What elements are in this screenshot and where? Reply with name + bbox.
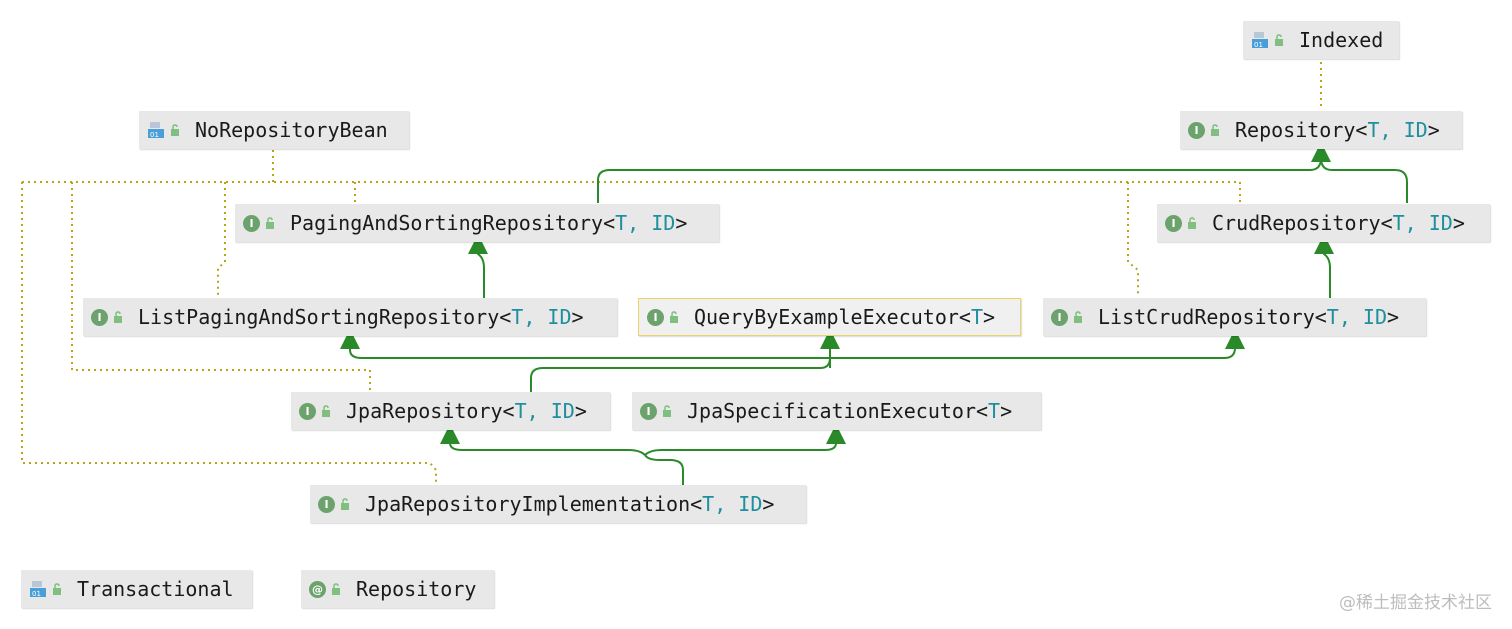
type-params: T <box>970 305 983 329</box>
edge-listcrud-crud <box>1314 234 1334 298</box>
type-params: T, ID <box>615 211 676 235</box>
node-label: CrudRepository<T, ID> <box>1212 211 1465 235</box>
edge-impl-spec <box>644 424 846 456</box>
edge-listpaging-paging <box>468 234 488 298</box>
node-repository[interactable]: I Repository<T, ID> <box>1180 111 1462 149</box>
node-list-crud-repository[interactable]: I ListCrudRepository<T, ID> <box>1043 298 1426 336</box>
lock-icon <box>114 311 122 323</box>
annotation-class-icon: 01 <box>148 122 164 139</box>
node-no-repository-bean[interactable]: 01 NoRepositoryBean <box>139 111 409 149</box>
edge-norepo-fanout <box>22 150 1240 183</box>
interface-icon: I <box>1188 121 1205 139</box>
edge-norepo-listpaging <box>217 182 226 296</box>
lock-icon <box>670 311 678 323</box>
type-params: T, ID <box>1392 211 1453 235</box>
type-params: T, ID <box>1326 305 1388 329</box>
svg-text:01: 01 <box>150 131 159 139</box>
interface-icon: I <box>299 402 316 420</box>
edge-jpa-listpaging-2 <box>340 329 830 360</box>
node-indexed[interactable]: 01 Indexed <box>1243 21 1399 59</box>
edge-norepo-listcrud <box>1127 182 1139 296</box>
interface-icon: I <box>1051 308 1068 326</box>
edge-crud-repository <box>1320 157 1408 203</box>
node-list-paging-and-sorting-repository[interactable]: I ListPagingAndSortingRepository<T, ID> <box>83 298 617 336</box>
node-jpa-repository-implementation[interactable]: I JpaRepositoryImplementation<T, ID> <box>310 485 806 523</box>
lock-icon <box>171 124 179 136</box>
node-transactional[interactable]: 01 Transactional <box>21 570 252 608</box>
node-label: Transactional <box>77 577 234 601</box>
extends-edges <box>340 142 1408 485</box>
node-query-by-example-executor[interactable]: I QueryByExampleExecutor<T> <box>638 298 1021 336</box>
annotation-edges <box>21 62 1322 483</box>
lock-icon <box>1275 34 1283 46</box>
interface-icon: I <box>1165 214 1182 232</box>
node-jpa-repository[interactable]: I JpaRepository<T, ID> <box>291 392 610 430</box>
type-params: T <box>988 399 1001 423</box>
edge-paging-repository <box>597 142 1331 203</box>
type-params: T, ID <box>511 305 572 329</box>
lock-icon <box>53 583 61 595</box>
edge-impl-jpa <box>440 424 684 485</box>
lock-icon <box>1211 124 1219 136</box>
annotation-class-icon: 01 <box>1252 32 1268 49</box>
node-label: JpaRepositoryImplementation<T, ID> <box>365 492 775 516</box>
node-label: Repository<T, ID> <box>1235 118 1440 142</box>
node-label: QueryByExampleExecutor<T> <box>694 305 996 329</box>
lock-icon <box>332 583 340 595</box>
type-params: T, ID <box>514 399 575 423</box>
interface-icon: I <box>640 402 657 420</box>
node-label: JpaSpecificationExecutor<T> <box>687 399 1013 423</box>
interface-icon: I <box>91 308 108 326</box>
interface-icon: I <box>243 214 260 232</box>
node-repository-annotation[interactable]: @ Repository <box>301 570 494 608</box>
type-params: T, ID <box>702 492 763 516</box>
node-label: PagingAndSortingRepository<T, ID> <box>290 211 688 235</box>
lock-icon <box>322 405 330 417</box>
edge-norepo-jpa <box>71 182 371 391</box>
node-label: ListPagingAndSortingRepository<T, ID> <box>138 305 584 329</box>
at-annotation-icon: @ <box>309 580 326 598</box>
node-jpa-specification-executor[interactable]: I JpaSpecificationExecutor<T> <box>632 392 1041 430</box>
node-label: ListCrudRepository<T, ID> <box>1098 305 1400 329</box>
edge-norepo-impl <box>21 182 437 483</box>
node-label: Indexed <box>1299 28 1384 52</box>
svg-text:01: 01 <box>32 590 41 598</box>
lock-icon <box>266 217 274 229</box>
lock-icon <box>663 405 671 417</box>
lock-icon <box>341 498 349 510</box>
edge-jpa-listcrud <box>830 329 1245 359</box>
type-params: T, ID <box>1367 118 1428 142</box>
svg-text:01: 01 <box>1254 41 1263 49</box>
watermark: @稀土掘金技术社区 <box>1339 593 1492 613</box>
node-label: NoRepositoryBean <box>195 118 388 142</box>
interface-icon: I <box>318 495 335 513</box>
node-label: Repository <box>356 577 477 601</box>
lock-icon <box>1074 311 1082 323</box>
node-crud-repository[interactable]: I CrudRepository<T, ID> <box>1157 204 1490 242</box>
annotation-class-icon: 01 <box>30 581 46 598</box>
node-paging-and-sorting-repository[interactable]: I PagingAndSortingRepository<T, ID> <box>235 204 719 242</box>
lock-icon <box>1188 217 1196 229</box>
interface-icon: I <box>647 308 664 326</box>
edge-jpa-listpaging <box>530 357 831 392</box>
node-label: JpaRepository<T, ID> <box>346 399 587 423</box>
